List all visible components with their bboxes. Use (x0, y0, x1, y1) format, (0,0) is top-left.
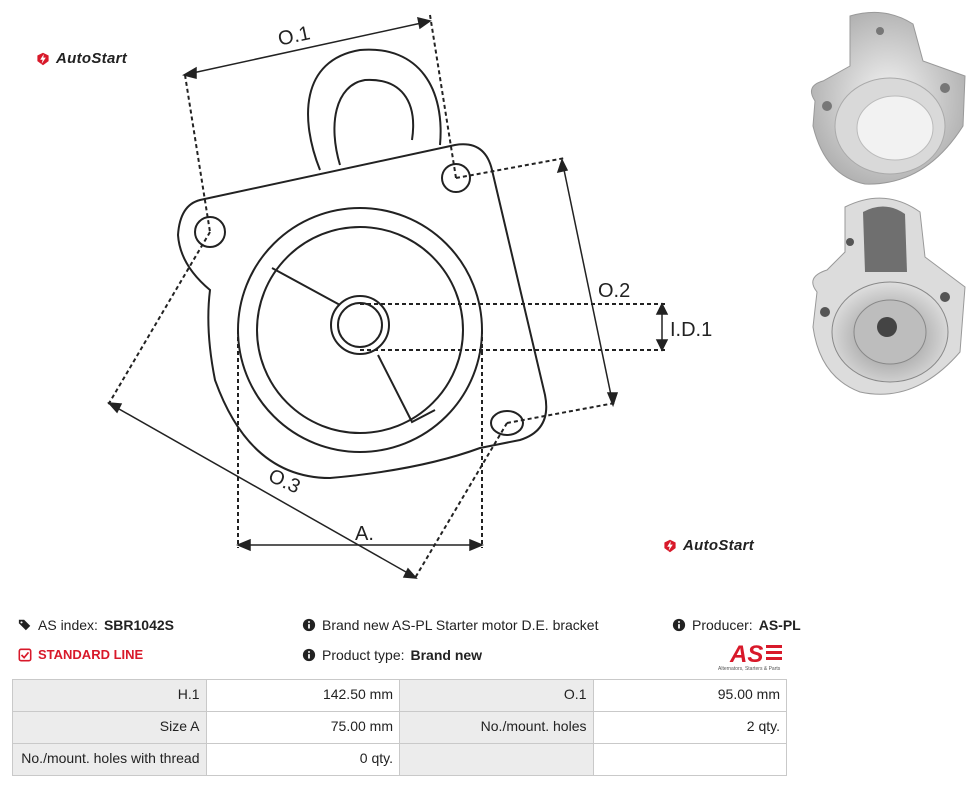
autostart-logo-text: AutoStart (683, 537, 755, 554)
spec-value: 75.00 mm (205, 711, 400, 744)
product-photo-front (810, 11, 966, 185)
dim-label-o1: O.1 (276, 22, 312, 50)
info-circle-icon (672, 618, 686, 632)
autostart-logo-top: AutoStart (36, 50, 127, 67)
standard-line-text: STANDARD LINE (38, 647, 144, 662)
technical-drawing: O.1 O.2 O.3 I.D.1 A. (107, 14, 712, 579)
producer-value: AS-PL (758, 617, 801, 633)
mount-hole-left (194, 216, 226, 248)
mount-hole-bottom (490, 410, 524, 436)
as-pl-logo-text: AS (729, 641, 763, 668)
spec-key: O.1 (399, 679, 594, 712)
spec-key: Size A (12, 711, 207, 744)
spec-value: 2 qty. (592, 711, 787, 744)
spec-value: 0 qty. (205, 743, 400, 776)
as-pl-logo-tagline: Alternators, Starters & Parts (718, 666, 781, 672)
main-bore-inner (256, 226, 464, 434)
shaft-bore-outer (330, 295, 390, 355)
spec-key (399, 743, 594, 776)
as-index-label: AS index: (38, 617, 98, 633)
table-row: Size A 75.00 mm No./mount. holes 2 qty. (12, 711, 787, 744)
table-row: No./mount. holes with thread 0 qty. (12, 743, 787, 776)
specs-table: H.1 142.50 mm O.1 95.00 mm Size A 75.00 … (12, 679, 787, 776)
info-circle-icon (302, 618, 316, 632)
spec-key: H.1 (12, 679, 207, 712)
producer-row: Producer: AS-PL (672, 617, 801, 633)
autostart-logo-bottom: AutoStart (663, 537, 754, 554)
spec-value: 95.00 mm (592, 679, 787, 712)
shaft-bore-inner (337, 302, 383, 348)
product-description: Brand new AS-PL Starter motor D.E. brack… (322, 617, 599, 633)
table-row: H.1 142.50 mm O.1 95.00 mm (12, 679, 787, 712)
dim-label-a: A. (355, 523, 374, 545)
dim-label-o2: O.2 (598, 280, 630, 302)
bore-cutout (271, 267, 436, 424)
mount-hole-top (441, 163, 471, 193)
as-index-row: AS index: SBR1042S (18, 617, 174, 633)
info-circle-icon (302, 648, 316, 662)
autostart-logo-text: AutoStart (56, 50, 128, 67)
tags-icon (18, 619, 31, 631)
bracket-top-loop-inner (333, 78, 415, 166)
product-type-row: Product type: Brand new (302, 647, 482, 663)
as-index-value: SBR1042S (103, 617, 174, 633)
standard-line-badge: STANDARD LINE (18, 647, 143, 662)
product-type-value: Brand new (410, 647, 483, 663)
spec-value (592, 743, 787, 776)
spec-key: No./mount. holes (399, 711, 594, 744)
check-square-icon (18, 648, 32, 661)
bracket-outline (176, 143, 548, 480)
product-type-label: Product type: (322, 647, 405, 663)
dim-label-id1: I.D.1 (670, 319, 712, 341)
producer-label: Producer: (692, 617, 753, 633)
as-pl-logo: AS Alternators, Starters & Parts (718, 641, 782, 672)
product-photo-back (812, 197, 966, 395)
main-bore-outer (237, 207, 483, 453)
autostart-logo-icon (37, 52, 49, 65)
description-row: Brand new AS-PL Starter motor D.E. brack… (302, 617, 599, 633)
autostart-logo-icon (664, 539, 676, 552)
spec-key: No./mount. holes with thread (12, 743, 207, 776)
dim-label-o3: O.3 (265, 465, 304, 499)
bracket-top-loop (307, 48, 442, 171)
spec-value: 142.50 mm (205, 679, 400, 712)
